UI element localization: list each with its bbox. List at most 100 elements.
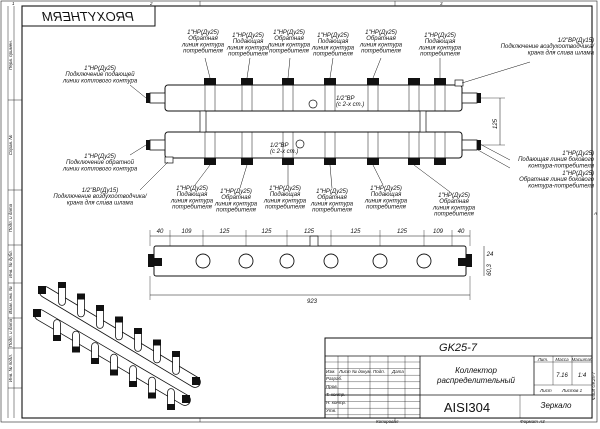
drawing-designation: GK25-7: [439, 342, 478, 354]
nozzle-body: [282, 131, 294, 159]
nozzle-body: [241, 131, 253, 159]
callout-left_vent: 1/2"ВР(Ду15)Подключение воздухоотводчика…: [53, 188, 148, 206]
side-strip-label: Подп. и дата: [8, 318, 13, 347]
dim-total-label: 923: [307, 299, 318, 305]
leader-line: [287, 57, 291, 79]
tb-row-header: № докум.: [352, 369, 372, 374]
tb-role: Разраб.: [326, 376, 342, 381]
nozzle-body: [204, 84, 216, 112]
side-strip-label: Инв. № подл.: [8, 354, 13, 382]
tb-role: Утв.: [326, 408, 336, 413]
nozzle-top: [204, 78, 216, 85]
dim-end-label: 24: [486, 252, 494, 258]
leader-line: [329, 164, 333, 189]
side-strip-label: Подп. и дата: [8, 203, 13, 232]
nozzle-body: [204, 131, 216, 159]
dim-segment-label: 125: [261, 229, 272, 235]
dim-segment-label: 125: [304, 229, 315, 235]
leader-line: [129, 144, 147, 156]
nozzle-body: [241, 84, 253, 112]
end-plug: [154, 258, 162, 266]
dim-segment-label: 125: [219, 229, 230, 235]
material-label: AISI304: [444, 400, 490, 415]
nozzle-top: [282, 78, 294, 85]
side-strip-label: Инв. № дубл.: [8, 250, 13, 278]
tb-row-header: Дата: [391, 369, 404, 374]
leader-line: [477, 142, 511, 161]
format-label: Формат А3: [520, 419, 545, 424]
nozzle-body: [367, 84, 379, 112]
file-label: Файл GK25-7: [590, 372, 596, 400]
end-plug: [458, 258, 466, 266]
nozzle-bottom: [241, 158, 253, 165]
nozzle-body: [408, 84, 420, 112]
brand-box: [21, 5, 156, 27]
sheets-label: Листов 1: [561, 388, 583, 393]
nozzle-top: [324, 78, 336, 85]
collector-isometric-view: [33, 282, 201, 410]
inner-frame: [21, 5, 593, 419]
brand-logo-text: PROXYTHERM: [42, 9, 134, 24]
leader-line: [461, 61, 531, 84]
tb-row-header: Лист: [338, 369, 351, 374]
nozzle-body: [324, 131, 336, 159]
zone-letter: A: [593, 211, 597, 216]
organization-label: Зеркало: [541, 401, 572, 410]
tb-role: Н. контр.: [326, 400, 346, 405]
leader-line: [129, 84, 147, 99]
tb-row-header: Подп.: [373, 369, 385, 374]
nozzle-bottom: [282, 158, 294, 165]
leader-line: [413, 164, 451, 193]
collector-front-view: [148, 235, 472, 277]
nozzle-body: [434, 84, 446, 112]
dim-height-label: 60,3: [487, 264, 493, 276]
dim-segment-label: 40: [458, 229, 465, 235]
nozzle-top: [434, 78, 446, 85]
leader-line: [204, 57, 211, 79]
nozzle-body: [408, 131, 420, 159]
callout-mid_upper: 1/2"ВР(с 2-х ст.): [336, 96, 364, 108]
zone-number: 2: [149, 1, 153, 6]
leader-line: [477, 149, 511, 169]
dim-segment-label: 40: [157, 229, 164, 235]
leader-line: [372, 57, 382, 79]
port-circle: [238, 253, 254, 269]
leader-line: [194, 164, 211, 186]
mass-value: 7.16: [556, 373, 568, 379]
nozzle-top: [241, 78, 253, 85]
nozzle-body: [324, 84, 336, 112]
nozzle-group: [204, 78, 446, 165]
dim-segment-label: 109: [181, 229, 192, 235]
leader-line: [372, 164, 384, 186]
zone-number: 1: [12, 1, 15, 6]
dim-segment-label: 125: [397, 229, 408, 235]
copied-label: Копировал: [376, 419, 399, 424]
nozzle-body: [367, 131, 379, 159]
side-strip-label: Взам. инв. №: [8, 286, 13, 314]
tb-role: Т. контр.: [326, 392, 345, 397]
dim-spacing-label: 125: [493, 118, 499, 129]
tb-row-header: Изм.: [326, 369, 336, 374]
scale-header: Масштаб: [571, 357, 592, 362]
leader-line: [246, 57, 251, 79]
dim-segment-label: 125: [350, 229, 361, 235]
